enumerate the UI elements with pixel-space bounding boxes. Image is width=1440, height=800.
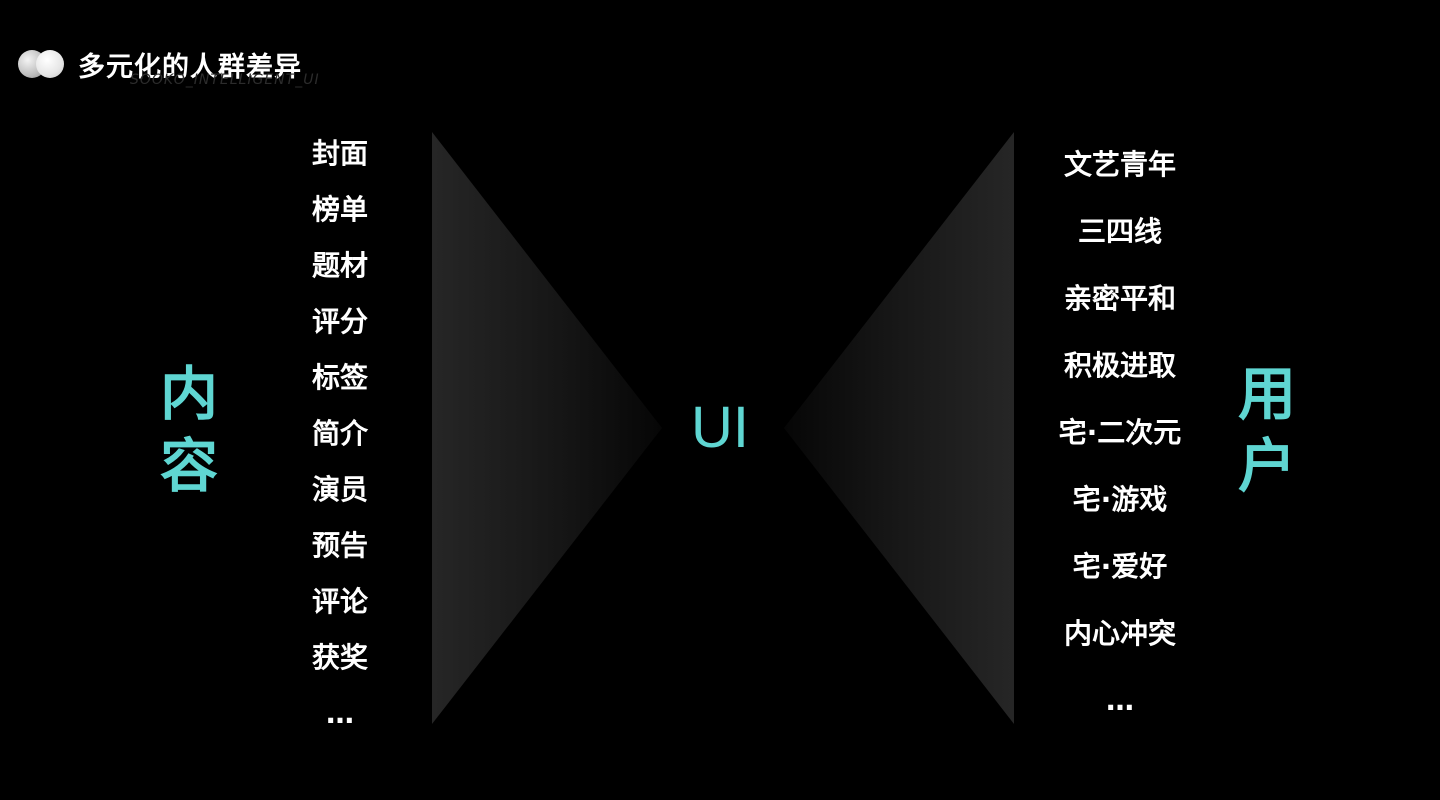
funnel-left-triangle xyxy=(432,132,662,724)
user-list-item: 宅·游戏 xyxy=(1072,483,1168,516)
content-list-item: 简介 xyxy=(311,417,368,450)
content-list-item: 获奖 xyxy=(311,641,368,674)
content-label: 内 容 xyxy=(154,358,224,502)
user-label-char: 用 xyxy=(1237,360,1296,428)
content-list-item: 标签 xyxy=(311,361,368,394)
content-list-item: 演员 xyxy=(311,473,368,506)
user-list-item: 三四线 xyxy=(1077,215,1162,248)
content-list-item: 封面 xyxy=(311,137,368,170)
user-list-item: 内心冲突 xyxy=(1063,617,1176,650)
user-list-item: 文艺青年 xyxy=(1063,148,1176,181)
content-list-item: 评论 xyxy=(311,585,368,618)
content-list-item: 预告 xyxy=(311,529,368,562)
user-list-ellipsis: … xyxy=(1106,684,1134,717)
user-list: 文艺青年 三四线 亲密平和 积极进取 宅·二次元 宅·游戏 宅·爱好 内心冲突 … xyxy=(1030,131,1210,734)
user-label-char: 户 xyxy=(1237,432,1296,500)
watermark-text: SOOKO_INTELLIGENT_UI xyxy=(130,72,320,88)
user-list-item: 积极进取 xyxy=(1063,349,1176,382)
funnel-right-triangle xyxy=(784,132,1014,724)
user-list-item: 亲密平和 xyxy=(1063,282,1176,315)
content-label-char: 容 xyxy=(159,432,218,500)
page-title: 多元化的人群差异 xyxy=(78,51,302,83)
user-label: 用 户 xyxy=(1232,358,1302,502)
content-list-ellipsis: … xyxy=(326,697,354,730)
logo-icon xyxy=(18,49,66,79)
content-list-item: 评分 xyxy=(311,305,368,338)
content-list: 封面 榜单 题材 评分 标签 简介 演员 预告 评论 获奖 … xyxy=(280,126,400,742)
content-list-item: 题材 xyxy=(311,249,368,282)
content-label-char: 内 xyxy=(159,360,218,428)
user-list-item: 宅·爱好 xyxy=(1072,550,1168,583)
ui-center-label: UI xyxy=(691,395,749,460)
user-list-item: 宅·二次元 xyxy=(1058,416,1182,449)
content-list-item: 榜单 xyxy=(311,193,368,226)
logo-circle-front xyxy=(36,50,64,78)
header: 多元化的人群差异 xyxy=(18,44,302,84)
